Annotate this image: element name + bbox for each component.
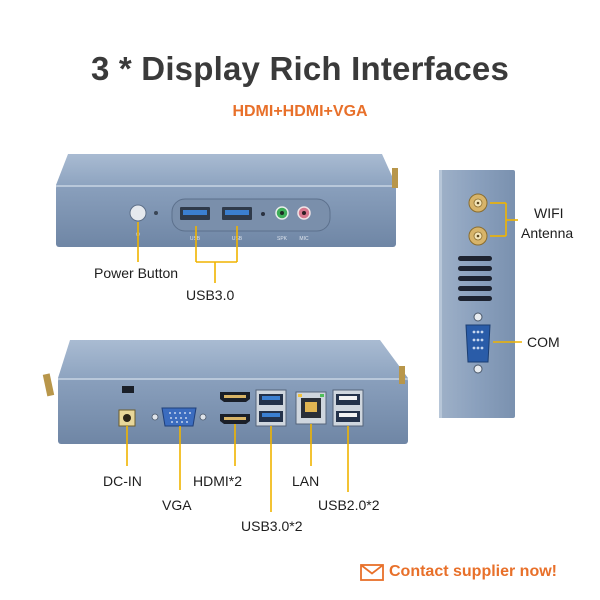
- wifi-label: WIFI: [534, 205, 564, 221]
- rear-usb30-ports-icon: [255, 389, 287, 427]
- vga-label: VGA: [162, 497, 192, 513]
- front-port-text-mic: MIC: [299, 236, 309, 242]
- com-label: COM: [527, 334, 560, 350]
- rear-usb20-ports-icon: [332, 389, 364, 427]
- com-port-icon: [465, 312, 491, 374]
- side-vents-icon: [458, 256, 492, 301]
- wifi-antenna-2-icon: [468, 226, 488, 246]
- envelope-icon: [360, 563, 384, 581]
- page-subtitle: HDMI+HDMI+VGA: [232, 103, 368, 120]
- wifi-antenna-1-icon: [468, 193, 488, 213]
- front-device: ⏻ USB USB SPK MIC: [56, 154, 398, 247]
- front-port-text-spk: SPK: [277, 236, 288, 242]
- page-title: 3 * Display Rich Interfaces: [90, 50, 510, 87]
- power-button-icon: [129, 204, 147, 222]
- front-callout-lines: [137, 222, 238, 283]
- hdmi-label: HDMI*2: [193, 473, 243, 489]
- dc-in-label: DC-IN: [103, 473, 142, 489]
- rear-device: [42, 340, 408, 444]
- antenna-label: Antenna: [521, 225, 574, 241]
- front-usb30-label: USB3.0: [186, 287, 235, 303]
- hdmi-port-1-icon: [220, 392, 250, 402]
- rear-callout-lines: [126, 424, 349, 512]
- dc-in-port-icon: [118, 409, 136, 427]
- contact-supplier-button[interactable]: Contact supplier now!: [360, 563, 557, 581]
- hdmi-port-2-icon: [220, 414, 250, 424]
- lan-port-icon: [295, 391, 327, 425]
- power-button-label: Power Button: [94, 265, 179, 281]
- contact-supplier-label: Contact supplier now!: [389, 563, 557, 580]
- vga-port-icon: [151, 407, 207, 427]
- front-usb-port-1-icon: [180, 207, 210, 220]
- rear-usb30-label: USB3.0*2: [241, 518, 303, 534]
- lan-label: LAN: [292, 473, 320, 489]
- side-callout-lines: [490, 202, 522, 343]
- side-device: [439, 170, 515, 418]
- rear-usb20-label: USB2.0*2: [318, 497, 380, 513]
- front-usb-port-2-icon: [222, 207, 252, 220]
